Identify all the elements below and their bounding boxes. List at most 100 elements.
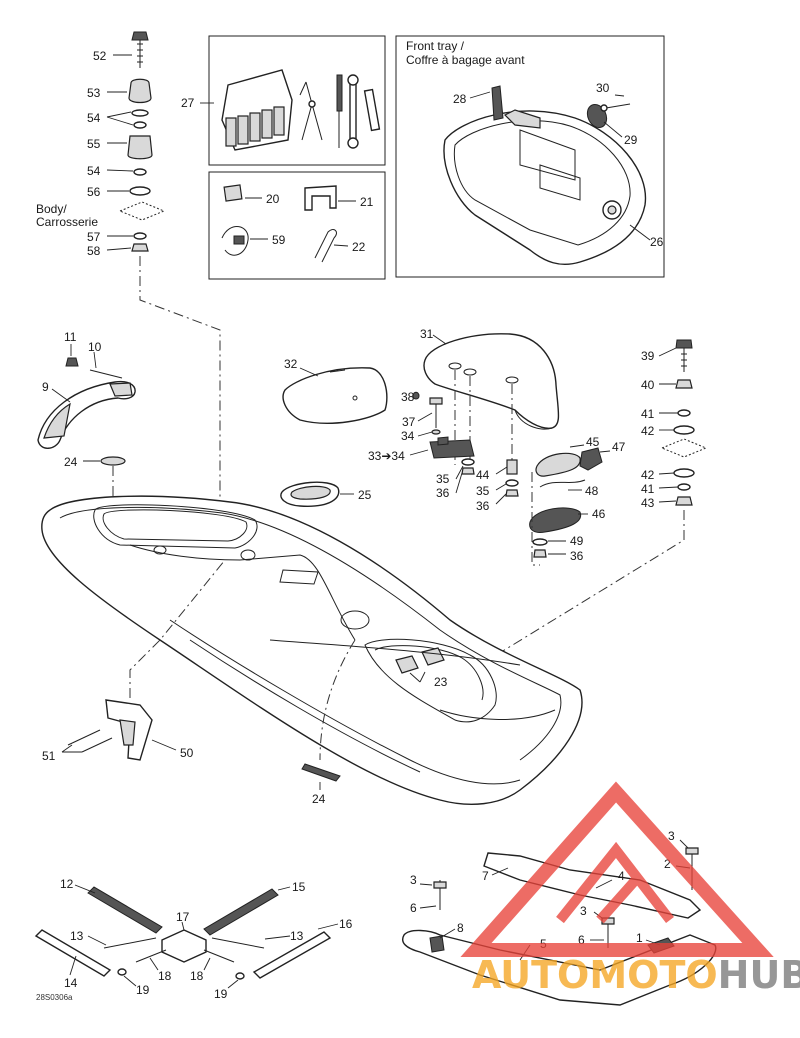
callout-25: 25 <box>358 488 372 502</box>
seat-cover <box>423 333 560 430</box>
side-moldings <box>34 886 332 980</box>
front-tray-box <box>395 35 665 278</box>
small-parts-illustration <box>221 184 356 263</box>
callout-47: 47 <box>612 440 626 454</box>
front-tray-caption-en: Front tray / <box>406 39 465 53</box>
callout-15: 15 <box>292 880 306 894</box>
tool-kit-box <box>208 35 386 166</box>
callout-24-upper: 24 <box>64 455 78 469</box>
grab-handle <box>37 357 136 449</box>
callout-23: 23 <box>434 675 448 689</box>
callout-56: 56 <box>87 185 101 199</box>
callout-2: 2 <box>664 857 671 871</box>
callout-51: 51 <box>42 749 56 763</box>
left-bolt-stack <box>118 31 166 252</box>
small-parts-box <box>208 171 386 280</box>
callout-19-left: 19 <box>136 983 150 997</box>
callout-17: 17 <box>176 910 190 924</box>
callout-50: 50 <box>180 746 194 760</box>
callout-54-lower: 54 <box>87 164 101 178</box>
callout-20: 20 <box>266 192 280 206</box>
callout-52: 52 <box>93 49 107 63</box>
callout-34: 34 <box>401 429 415 443</box>
callout-19-right: 19 <box>214 987 228 1001</box>
callout-10: 10 <box>88 340 102 354</box>
callout-18-left: 18 <box>158 969 172 983</box>
glove-box-cover <box>282 367 388 424</box>
callout-35-right: 35 <box>476 484 490 498</box>
callout-7: 7 <box>482 869 489 883</box>
callout-55: 55 <box>87 137 101 151</box>
callout-36-right: 36 <box>570 549 584 563</box>
callout-18-right: 18 <box>190 969 204 983</box>
callout-43: 43 <box>641 496 655 510</box>
seat-latch-parts <box>412 391 519 497</box>
watercraft-body <box>41 495 583 805</box>
callout-36-left: 36 <box>436 486 450 500</box>
callout-38: 38 <box>401 390 415 404</box>
tool-kit-illustration <box>221 69 381 151</box>
callout-3-mid: 3 <box>580 904 587 918</box>
callout-54-upper: 54 <box>87 111 101 125</box>
callout-46: 46 <box>592 507 606 521</box>
callout-6-mid: 6 <box>578 933 585 947</box>
right-bolt-stack <box>660 339 708 506</box>
callout-12: 12 <box>60 877 74 891</box>
callout-27: 27 <box>181 96 195 110</box>
callout-30: 30 <box>596 81 610 95</box>
callout-44: 44 <box>476 468 490 482</box>
watermark-text: AUTOMOTOHUB <box>472 953 800 997</box>
callout-28: 28 <box>453 92 467 106</box>
callout-14: 14 <box>64 976 78 990</box>
callout-21: 21 <box>360 195 374 209</box>
callout-6-left: 6 <box>410 901 417 915</box>
callout-53: 53 <box>87 86 101 100</box>
callout-36-mid: 36 <box>476 499 490 513</box>
body-caption-en: Body/ <box>36 202 67 216</box>
callout-22: 22 <box>352 240 366 254</box>
callout-48: 48 <box>585 484 599 498</box>
front-tray-caption-fr: Coffre à bagage avant <box>406 53 525 67</box>
callout-26: 26 <box>650 235 664 249</box>
callout-59: 59 <box>272 233 286 247</box>
callout-42-lower: 42 <box>641 468 655 482</box>
callout-42-upper: 42 <box>641 424 655 438</box>
drawing-code: 28S0306a <box>36 993 73 1002</box>
callout-8: 8 <box>457 921 464 935</box>
body-caption-fr: Carrosserie <box>36 215 98 229</box>
callout-33-34: 33➔34 <box>368 449 405 463</box>
watermark-logo: AUTOMOTOHUB <box>460 781 800 997</box>
callout-29: 29 <box>624 133 638 147</box>
callout-3-left: 3 <box>410 873 417 887</box>
callout-24-lower: 24 <box>312 792 326 806</box>
callout-13-right: 13 <box>290 929 304 943</box>
callout-41-upper: 41 <box>641 407 655 421</box>
drain-plug-seal <box>100 456 126 466</box>
callout-45: 45 <box>586 435 600 449</box>
callout-31: 31 <box>420 327 434 341</box>
callout-41-lower: 41 <box>641 482 655 496</box>
support-bracket <box>67 699 153 761</box>
watermark-triangle <box>460 781 774 957</box>
callout-16: 16 <box>339 917 353 931</box>
callout-13-left: 13 <box>70 929 84 943</box>
front-tray-illustration <box>443 85 647 266</box>
callout-9: 9 <box>42 380 49 394</box>
callout-58: 58 <box>87 244 101 258</box>
latch-assembly <box>529 447 603 558</box>
callout-1: 1 <box>636 931 643 945</box>
callout-37: 37 <box>402 415 416 429</box>
callout-35-left: 35 <box>436 472 450 486</box>
callout-40: 40 <box>641 378 655 392</box>
callout-49: 49 <box>570 534 584 548</box>
callout-32: 32 <box>284 357 298 371</box>
callout-57: 57 <box>87 230 101 244</box>
drain-strip <box>301 763 341 782</box>
callout-39: 39 <box>641 349 655 363</box>
hatch-seal <box>280 481 340 507</box>
callout-4: 4 <box>618 869 625 883</box>
watermark-inner-mark <box>556 841 674 924</box>
callout-3-right: 3 <box>668 829 675 843</box>
callout-11: 11 <box>64 330 77 344</box>
